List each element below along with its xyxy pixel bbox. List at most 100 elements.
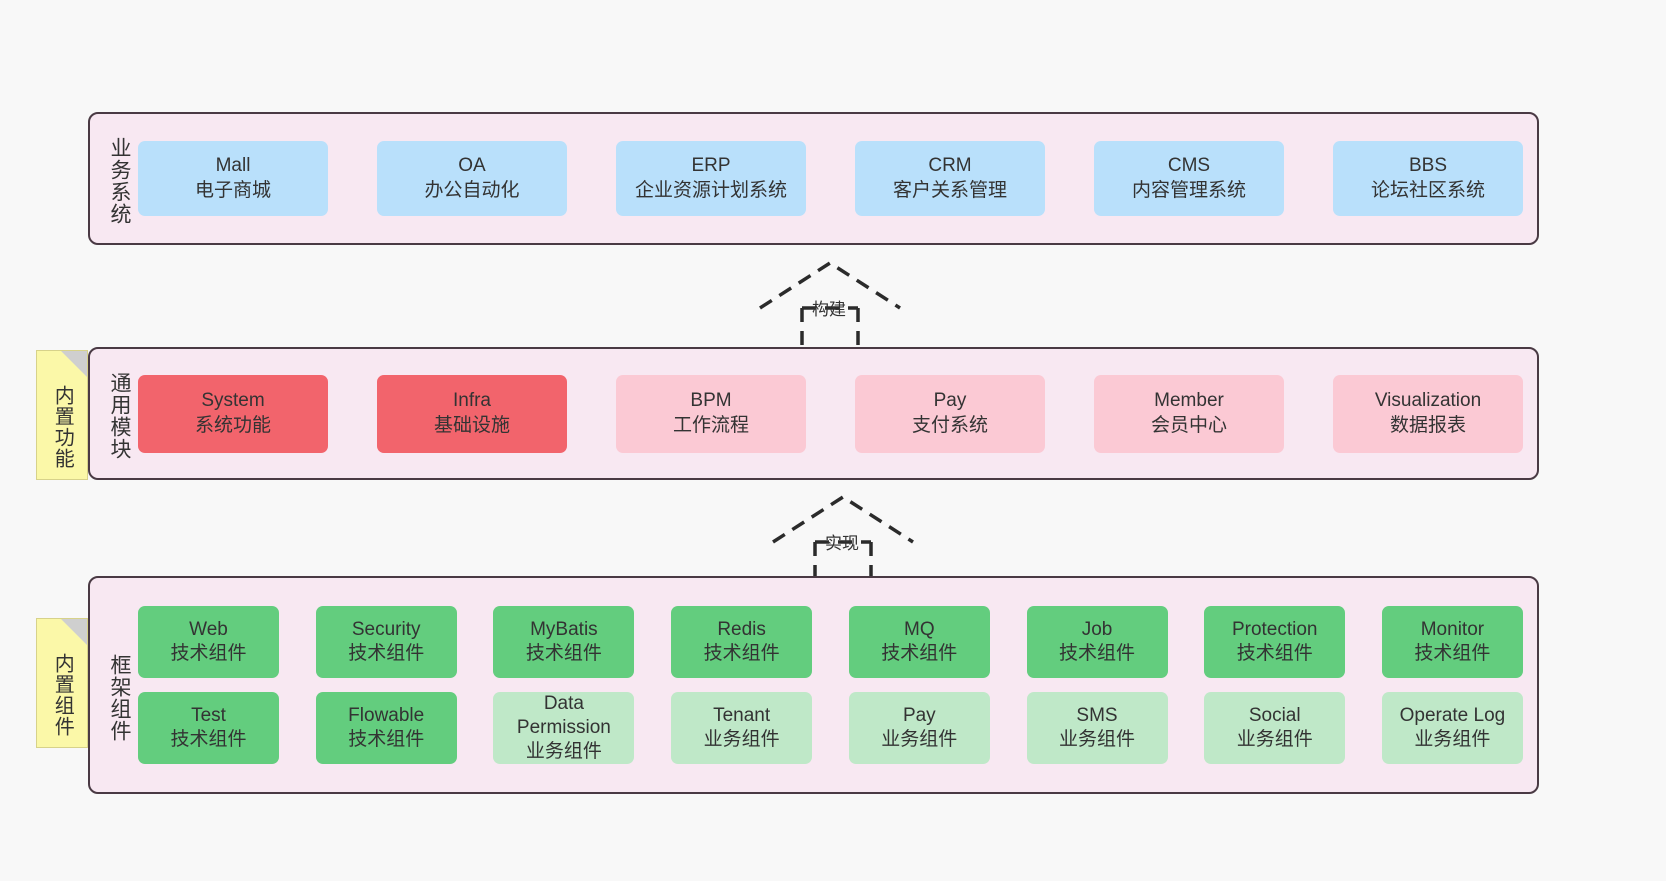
layer-business-system: 业务系统 Mall 电子商城 OA 办公自动化 ERP 企业资源计划系统 CRM… bbox=[88, 112, 1539, 245]
box-monitor[interactable]: Monitor 技术组件 bbox=[1381, 606, 1523, 678]
box-operate-log-title: Operate Log bbox=[1399, 704, 1506, 726]
box-infra[interactable]: Infra 基础设施 bbox=[377, 374, 567, 453]
note-built-in-component: 内置组件 bbox=[36, 618, 88, 748]
box-flowable-title: Flowable bbox=[348, 704, 425, 726]
business-system-row: Mall 电子商城 OA 办公自动化 ERP 企业资源计划系统 CRM 客户关系… bbox=[138, 141, 1523, 216]
box-cms-subtitle: 内容管理系统 bbox=[1131, 179, 1246, 201]
note-built-in-component-text: 内置组件 bbox=[51, 653, 74, 737]
box-pay-module-subtitle: 支付系统 bbox=[911, 414, 988, 436]
box-web-title: Web bbox=[189, 618, 228, 640]
box-pay-component-subtitle: 业务组件 bbox=[881, 729, 958, 750]
box-bpm[interactable]: BPM 工作流程 bbox=[616, 374, 806, 453]
box-operate-log[interactable]: Operate Log 业务组件 bbox=[1381, 692, 1523, 764]
box-monitor-subtitle: 技术组件 bbox=[1414, 643, 1491, 664]
box-mybatis-subtitle: 技术组件 bbox=[525, 643, 602, 664]
layer-label-framework-component: 框架组件 bbox=[108, 654, 131, 742]
box-social[interactable]: Social 业务组件 bbox=[1204, 692, 1346, 764]
box-mq-title: MQ bbox=[904, 618, 935, 640]
box-bbs-title: BBS bbox=[1408, 155, 1448, 177]
box-crm[interactable]: CRM 客户关系管理 bbox=[855, 141, 1045, 216]
box-flowable[interactable]: Flowable 技术组件 bbox=[315, 692, 457, 764]
box-member[interactable]: Member 会员中心 bbox=[1094, 374, 1284, 453]
box-erp-subtitle: 企业资源计划系统 bbox=[634, 179, 787, 201]
box-test-subtitle: 技术组件 bbox=[170, 729, 247, 750]
box-protection[interactable]: Protection 技术组件 bbox=[1204, 606, 1346, 678]
note-fold-corner bbox=[61, 619, 87, 645]
box-bbs-subtitle: 论坛社区系统 bbox=[1370, 179, 1485, 201]
box-oa[interactable]: OA 办公自动化 bbox=[377, 141, 567, 216]
box-pay-module-title: Pay bbox=[933, 390, 967, 412]
box-system[interactable]: System 系统功能 bbox=[138, 374, 328, 453]
box-member-title: Member bbox=[1154, 390, 1224, 412]
box-redis-subtitle: 技术组件 bbox=[703, 643, 780, 664]
box-social-title: Social bbox=[1248, 704, 1301, 726]
box-sms-title: SMS bbox=[1076, 704, 1118, 726]
connector-implement: 实现 bbox=[768, 492, 928, 582]
layer-common-module: 通用模块 System 系统功能 Infra 基础设施 BPM 工作流程 Pay… bbox=[88, 347, 1539, 480]
framework-tech-row: Web 技术组件 Security 技术组件 MyBatis 技术组件 Redi… bbox=[138, 606, 1523, 678]
connector-implement-shape bbox=[772, 494, 914, 582]
box-oa-title: OA bbox=[458, 155, 486, 177]
box-infra-title: Infra bbox=[452, 390, 492, 412]
common-module-row: System 系统功能 Infra 基础设施 BPM 工作流程 Pay 支付系统… bbox=[138, 374, 1523, 453]
layer-label-business-system: 业务系统 bbox=[108, 136, 131, 225]
box-erp-title: ERP bbox=[691, 155, 731, 177]
box-security[interactable]: Security 技术组件 bbox=[315, 606, 457, 678]
box-bpm-title: BPM bbox=[690, 390, 732, 412]
box-data-permission-subtitle: 业务组件 bbox=[525, 741, 602, 763]
box-redis[interactable]: Redis 技术组件 bbox=[671, 606, 813, 678]
box-test[interactable]: Test 技术组件 bbox=[138, 692, 279, 764]
box-cms[interactable]: CMS 内容管理系统 bbox=[1094, 141, 1284, 216]
box-protection-title: Protection bbox=[1231, 618, 1318, 640]
box-job[interactable]: Job 技术组件 bbox=[1026, 606, 1168, 678]
box-web[interactable]: Web 技术组件 bbox=[138, 606, 279, 678]
box-crm-subtitle: 客户关系管理 bbox=[892, 179, 1007, 201]
note-built-in-function: 内置功能 bbox=[36, 350, 88, 480]
box-mq-subtitle: 技术组件 bbox=[881, 643, 958, 664]
box-tenant-subtitle: 业务组件 bbox=[703, 729, 780, 750]
box-web-subtitle: 技术组件 bbox=[170, 643, 247, 664]
layer-framework-component: 框架组件 Web 技术组件 Security 技术组件 MyBatis 技术组件 bbox=[88, 576, 1539, 794]
connector-build: 构建 bbox=[755, 258, 915, 348]
connector-build-label: 构建 bbox=[812, 300, 846, 319]
box-visualization[interactable]: Visualization 数据报表 bbox=[1333, 374, 1523, 453]
box-system-title: System bbox=[201, 390, 265, 412]
box-erp[interactable]: ERP 企业资源计划系统 bbox=[616, 141, 806, 216]
box-operate-log-subtitle: 业务组件 bbox=[1414, 729, 1491, 750]
box-data-permission[interactable]: Data Permission 业务组件 bbox=[493, 692, 635, 764]
box-bpm-subtitle: 工作流程 bbox=[672, 414, 749, 436]
box-mybatis-title: MyBatis bbox=[530, 618, 598, 640]
box-mall-subtitle: 电子商城 bbox=[194, 179, 271, 201]
note-fold-corner bbox=[61, 351, 87, 377]
box-test-title: Test bbox=[191, 704, 226, 726]
box-bbs[interactable]: BBS 论坛社区系统 bbox=[1333, 141, 1523, 216]
box-pay-component[interactable]: Pay 业务组件 bbox=[848, 692, 990, 764]
box-monitor-title: Monitor bbox=[1420, 618, 1485, 640]
box-tenant-title: Tenant bbox=[713, 704, 771, 726]
box-security-title: Security bbox=[351, 618, 421, 640]
box-data-permission-title: Data Permission bbox=[516, 692, 611, 738]
box-redis-title: Redis bbox=[717, 618, 766, 640]
box-mybatis[interactable]: MyBatis 技术组件 bbox=[493, 606, 635, 678]
box-job-title: Job bbox=[1081, 618, 1113, 640]
connector-build-shape bbox=[759, 260, 901, 348]
box-mall-title: Mall bbox=[215, 155, 251, 177]
box-infra-subtitle: 基础设施 bbox=[433, 414, 510, 436]
box-pay-module[interactable]: Pay 支付系统 bbox=[855, 374, 1045, 453]
box-social-subtitle: 业务组件 bbox=[1236, 729, 1313, 750]
box-system-subtitle: 系统功能 bbox=[194, 414, 271, 436]
box-pay-component-title: Pay bbox=[902, 704, 936, 726]
box-sms[interactable]: SMS 业务组件 bbox=[1026, 692, 1168, 764]
box-mall[interactable]: Mall 电子商城 bbox=[138, 141, 328, 216]
box-job-subtitle: 技术组件 bbox=[1059, 643, 1136, 664]
box-protection-subtitle: 技术组件 bbox=[1236, 643, 1313, 664]
box-oa-subtitle: 办公自动化 bbox=[424, 179, 520, 201]
box-tenant[interactable]: Tenant 业务组件 bbox=[671, 692, 813, 764]
layer-label-common-module: 通用模块 bbox=[108, 371, 131, 460]
box-mq[interactable]: MQ 技术组件 bbox=[848, 606, 990, 678]
box-flowable-subtitle: 技术组件 bbox=[348, 729, 425, 750]
box-visualization-subtitle: 数据报表 bbox=[1389, 414, 1466, 436]
framework-business-row: Test 技术组件 Flowable 技术组件 Data Permission … bbox=[138, 692, 1523, 764]
box-visualization-title: Visualization bbox=[1374, 390, 1482, 412]
